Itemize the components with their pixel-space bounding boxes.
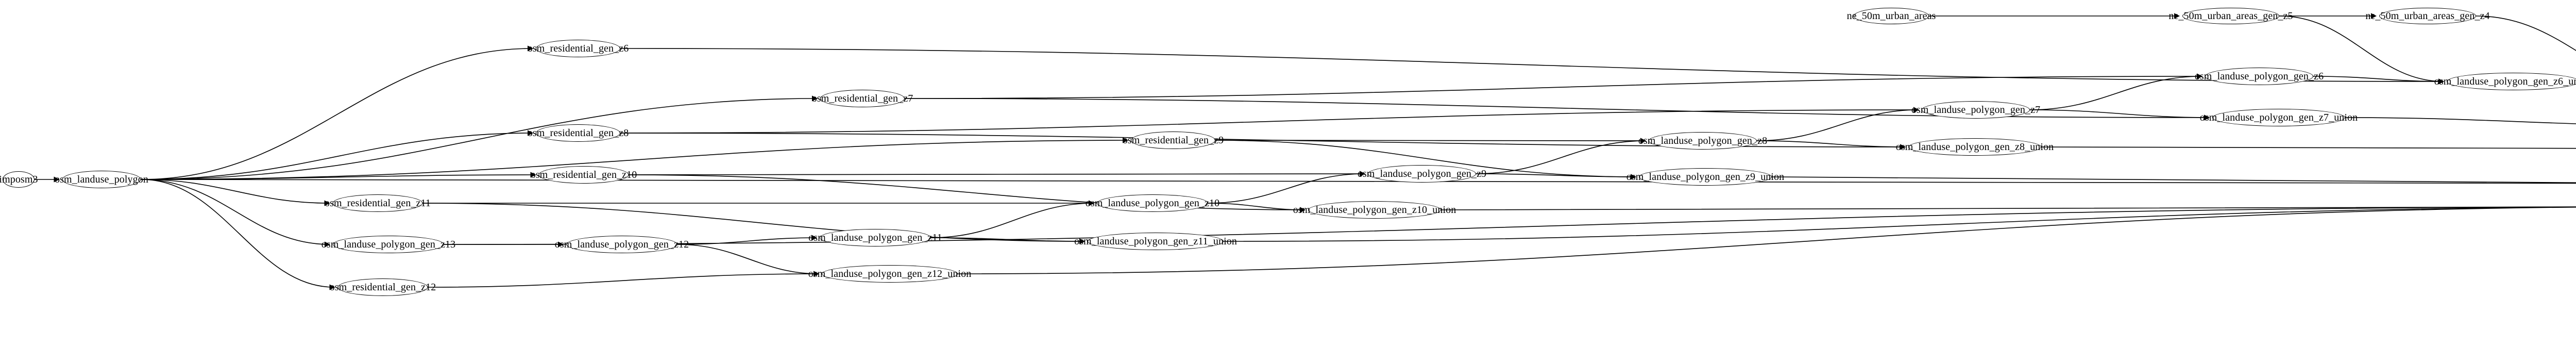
graph-node-osm-residential-gen-z10[interactable]: osm_residential_gen_z10: [531, 166, 637, 184]
graph-node-label: ne_50m_urban_areas: [1846, 10, 1936, 22]
graph-node-osm-landuse-polygon-gen-z10-union[interactable]: osm_landuse_polygon_gen_z10_union: [1293, 201, 1456, 219]
graph-edge: [1756, 107, 1920, 141]
graph-node-label: osm_residential_gen_z12: [329, 282, 436, 293]
graph-edge: [2029, 73, 2203, 110]
graph-edge: [141, 45, 534, 180]
graph-edge: [2041, 146, 2576, 149]
graph-node-osm-residential-gen-z7[interactable]: osm_residential_gen_z7: [812, 90, 913, 107]
graph-node-osm-landuse-polygon-gen-z12[interactable]: osm_landuse_polygon_gen_z12: [555, 236, 689, 253]
graph-edge: [2313, 76, 2445, 85]
graph-node-label: ne_50m_urban_areas_gen_z4: [2365, 10, 2490, 22]
graph-edge: [2476, 15, 2576, 51]
graph-node-label: osm_landuse_polygon_gen_z8: [1638, 135, 1768, 146]
graph-edge: [1223, 206, 2576, 242]
graph-node-label: osm_landuse_polygon_gen_z12: [554, 239, 689, 250]
graph-node-ne-50m-urban-areas-gen-z4[interactable]: ne_50m_urban_areas_gen_z4: [2365, 8, 2490, 24]
graph-node-label: osm_landuse_polygon_gen_z12_union: [808, 268, 972, 279]
graph-node-label: osm_landuse_polygon_gen_z7: [1911, 104, 2041, 116]
graph-node-osm-landuse-polygon-gen-z6[interactable]: osm_landuse_polygon_gen_z6: [2195, 68, 2324, 85]
graph-node-label: osm_landuse_polygon_gen_z10: [1085, 198, 1220, 209]
graph-node-osm-landuse-polygon-gen-z7-union[interactable]: osm_landuse_polygon_gen_z7_union: [2200, 109, 2358, 126]
graph-edge: [141, 179, 331, 248]
graph-edge: [677, 244, 820, 277]
graph-node-osm-landuse-polygon[interactable]: osm_landuse_polygon: [55, 171, 148, 188]
graph-node-osm-residential-gen-z6[interactable]: osm_residential_gen_z6: [528, 40, 629, 57]
graph-edge: [141, 130, 534, 180]
graph-node-label: osm_landuse_polygon_gen_z9_union: [1626, 171, 1785, 183]
graph-edge: [620, 107, 1920, 134]
graph-node-label: ne_50m_urban_areas_gen_z5: [2168, 10, 2293, 22]
graph-node-label: osm_landuse_polygon_gen_z10_union: [1293, 204, 1456, 216]
graph-edge: [1215, 140, 1637, 180]
graph-node-osm-landuse-polygon-gen-z7[interactable]: osm_landuse_polygon_gen_z7: [1911, 101, 2040, 119]
graph-node-osm-landuse-polygon-gen-z9[interactable]: osm_landuse_polygon_gen_z9: [1358, 165, 1486, 183]
graph-edge: [141, 179, 335, 290]
graph-node-label: osm_landuse_polygon_gen_z8_union: [1895, 141, 2054, 153]
graph-node-osm-landuse-polygon-gen-z10[interactable]: osm_landuse_polygon_gen_z10: [1086, 194, 1219, 212]
graph-node-label: osm_landuse_polygon_gen_z6_union: [2434, 76, 2576, 87]
graph-edge: [141, 137, 1129, 180]
graph-edge: [141, 95, 818, 180]
graph-node-label: osm_landuse_polygon_gen_z11: [808, 232, 942, 243]
graph-node-label: osm_residential_gen_z6: [527, 43, 629, 54]
graph-node-osm-landuse-polygon-gen-z8-union[interactable]: osm_landuse_polygon_gen_z8_union: [1896, 138, 2054, 156]
graph-edge: [2279, 15, 2445, 85]
graph-node-osm-residential-gen-z11[interactable]: osm_residential_gen_z11: [325, 194, 431, 212]
graph-node-osm-residential-gen-z8[interactable]: osm_residential_gen_z8: [528, 124, 629, 142]
graph-node-osm-landuse-polygon-gen-z6-union[interactable]: osm_landuse_polygon_gen_z6_union: [2434, 73, 2576, 90]
graph-node-label: osm_landuse_polygon_gen_z7_union: [2199, 112, 2358, 123]
graph-edge: [1756, 140, 1906, 150]
graph-node-osm-landuse-polygon-gen-z11[interactable]: osm_landuse_polygon_gen_z11: [808, 229, 942, 246]
graph-edge: [620, 48, 2445, 85]
graph-node-label: osm_landuse_polygon: [55, 174, 148, 185]
graph-edge: [1476, 138, 1647, 174]
graph-node-osm-landuse-polygon-gen-z13[interactable]: osm_landuse_polygon_gen_z13: [321, 236, 455, 253]
graph-node-osm-residential-gen-z9[interactable]: osm_residential_gen_z9: [1123, 131, 1224, 149]
graph-node-label: osm_residential_gen_z11: [325, 198, 431, 209]
graph-node-osm-residential-gen-z12[interactable]: osm_residential_gen_z12: [330, 278, 436, 296]
graph-node-osm-landuse-polygon-gen-z11-union[interactable]: osm_landuse_polygon_gen_z11_union: [1074, 233, 1237, 250]
graph-edge: [428, 271, 820, 288]
graph-edge: [2029, 109, 2210, 121]
graph-node-label: imposm3: [0, 174, 38, 185]
graph-edge: [1440, 206, 2576, 210]
graph-edge: [2345, 117, 2576, 124]
graph-node-label: osm_landuse_polygon_gen_z6: [2194, 71, 2324, 82]
graph-node-label: osm_landuse_polygon_gen_z11_union: [1074, 236, 1237, 247]
graph-node-label: osm_residential_gen_z8: [527, 127, 629, 139]
graph-edge: [141, 179, 330, 206]
graph-node-osm-landuse-polygon-gen-z12-union[interactable]: osm_landuse_polygon_gen_z12_union: [808, 265, 971, 283]
graph-node-osm-landuse-polygon-gen-z8[interactable]: osm_landuse_polygon_gen_z8: [1638, 132, 1767, 150]
graph-edge: [930, 200, 1095, 238]
graph-node-ne-50m-urban-areas[interactable]: ne_50m_urban_areas: [1847, 8, 1936, 24]
graph-edge: [957, 206, 2576, 274]
graph-edge: [904, 73, 2203, 99]
graph-edge: [422, 203, 1086, 244]
graph-node-label: osm_residential_gen_z10: [530, 169, 637, 180]
graph-edge: [1208, 171, 1366, 204]
graph-node-ne-50m-urban-areas-gen-z5[interactable]: ne_50m_urban_areas_gen_z5: [2168, 8, 2293, 24]
graph-node-label: osm_residential_gen_z9: [1122, 135, 1224, 146]
graph-node-label: osm_landuse_polygon_gen_z13: [321, 239, 456, 250]
graph-edge: [629, 171, 1366, 177]
graph-node-label: osm_residential_gen_z7: [811, 93, 913, 104]
graph-node-imposm3[interactable]: imposm3: [0, 171, 38, 188]
graph-node-label: osm_landuse_polygon_gen_z9: [1357, 168, 1487, 179]
graph-node-osm-landuse-polygon-gen-z9-union[interactable]: osm_landuse_polygon_gen_z9_union: [1626, 168, 1784, 186]
graph-edge: [677, 235, 818, 245]
